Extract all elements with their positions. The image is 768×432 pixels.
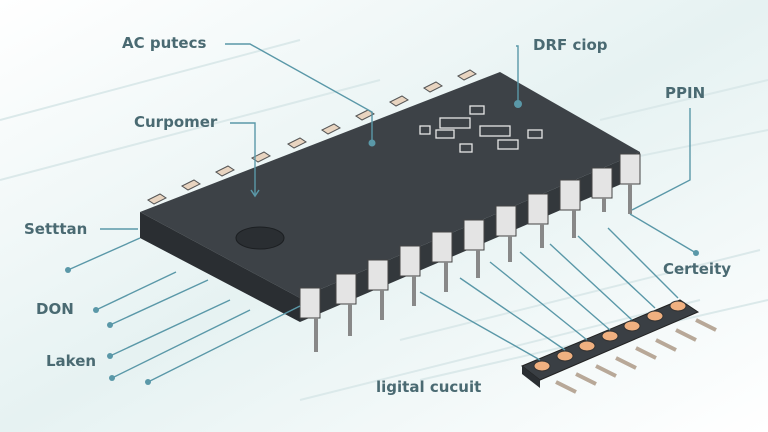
leader-lines (67, 43, 697, 383)
label-ac-putecs: AC putecs (122, 34, 207, 52)
arrow-icon (250, 189, 260, 198)
label-digital-circuit: ligital cucuit (376, 378, 482, 396)
label-certeity: Certeity (663, 260, 732, 278)
leader-dots (65, 100, 699, 385)
label-don: DON (36, 300, 74, 318)
label-laken: Laken (46, 352, 97, 370)
label-ppin: PPIN (665, 84, 706, 102)
label-settan: Setttan (24, 220, 88, 238)
chip-markings (419, 105, 543, 153)
front-pins (299, 153, 641, 352)
pin-header (521, 299, 717, 394)
label-drf-ciop: DRF ciop (533, 36, 608, 54)
pin1-notch (235, 226, 285, 250)
back-pins (147, 69, 477, 205)
label-curpomer: Curpomer (134, 113, 218, 131)
